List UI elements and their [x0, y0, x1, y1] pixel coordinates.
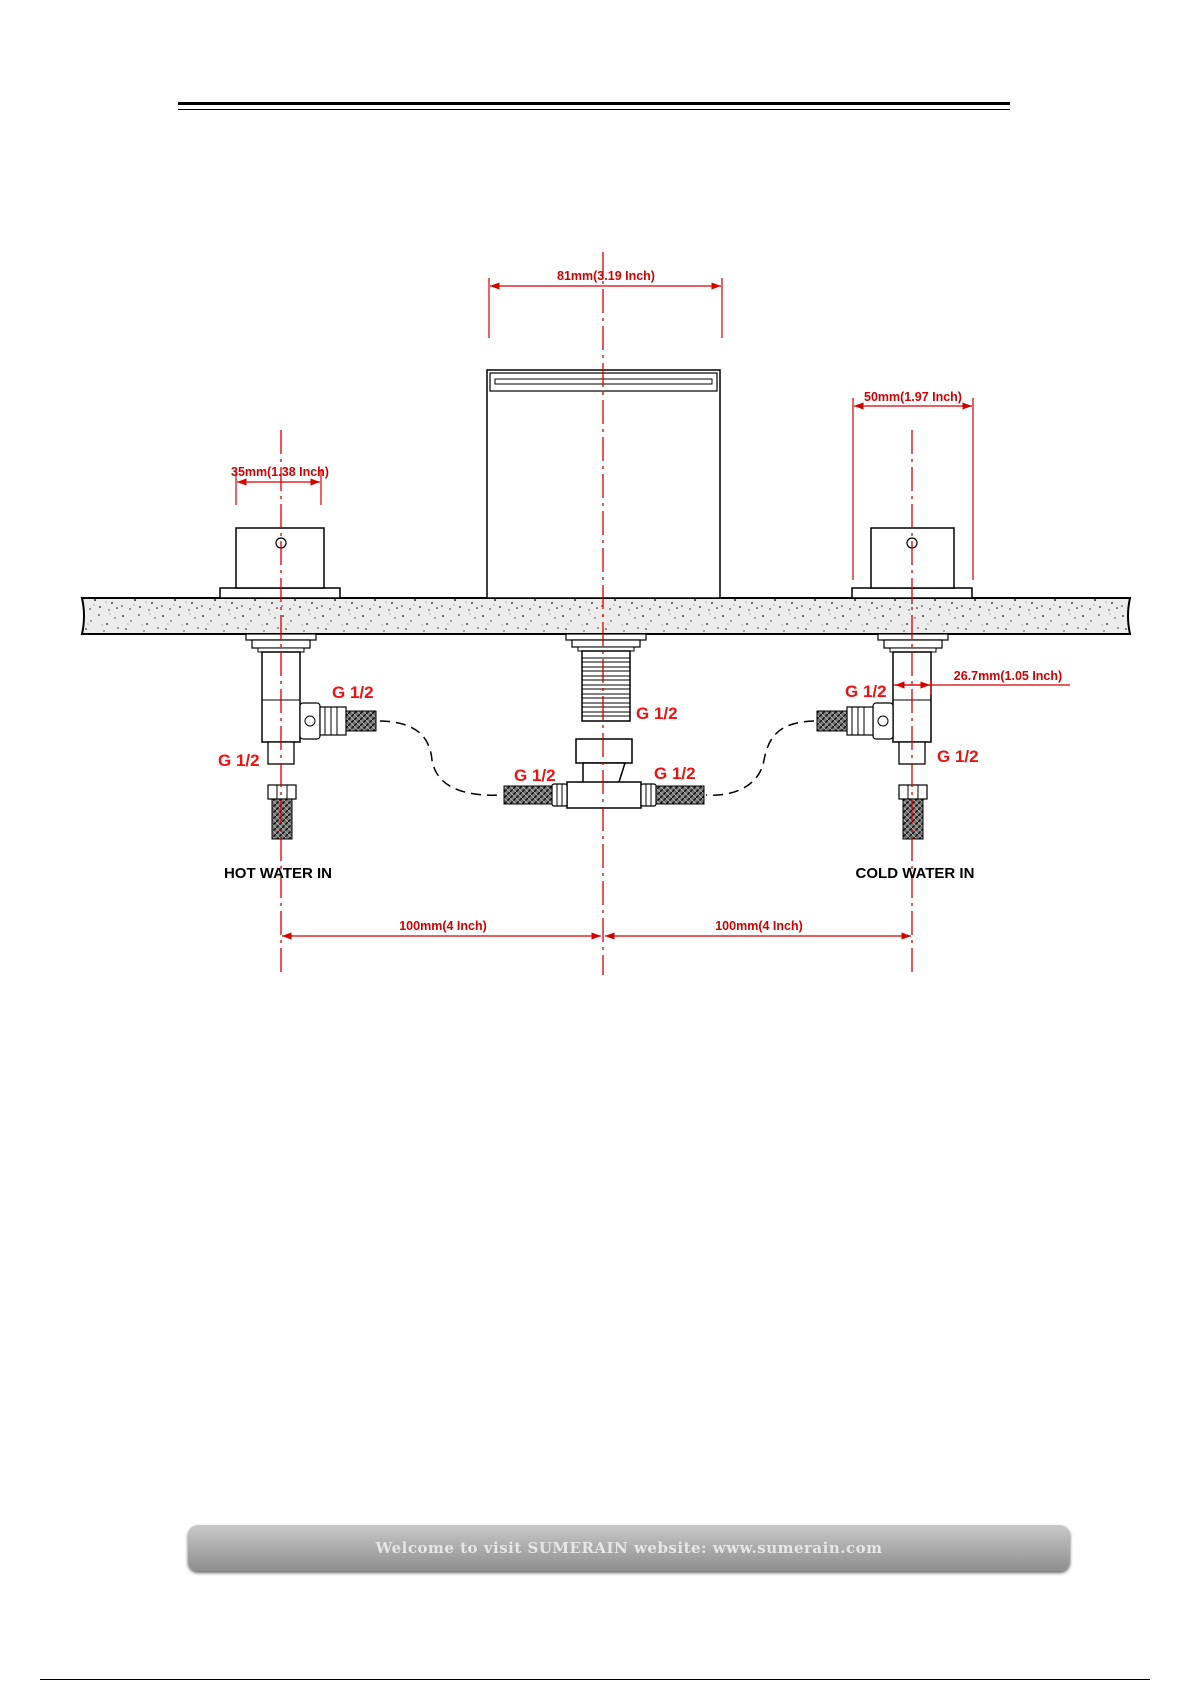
- bottom-rule: [40, 1679, 1150, 1680]
- thread-cold-bottom: G 1/2: [937, 747, 979, 766]
- dim-spout-width: 81mm(3.19 Inch): [557, 269, 655, 283]
- dim-hot-handle-width: 35mm(1.38 Inch): [231, 465, 329, 479]
- hot-supply-fitting: [268, 785, 296, 839]
- thread-cold-side: G 1/2: [845, 682, 887, 701]
- countertop: [82, 598, 1130, 634]
- hot-water-in-label: HOT WATER IN: [224, 865, 332, 882]
- thread-tee-left: G 1/2: [514, 766, 556, 785]
- spout-shank: [566, 634, 646, 721]
- thread-tee-right: G 1/2: [654, 764, 696, 783]
- thread-spout: G 1/2: [636, 704, 678, 723]
- dim-valve-offset: 26.7mm(1.05 Inch): [954, 669, 1062, 683]
- footer-banner: Welcome to visit SUMERAIN website: www.s…: [188, 1525, 1070, 1571]
- dim-right-spacing: 100mm(4 Inch): [715, 919, 803, 933]
- thread-hot-side: G 1/2: [332, 683, 374, 702]
- cold-supply-fitting: [899, 785, 927, 839]
- dim-cold-handle-width: 50mm(1.97 Inch): [864, 390, 962, 404]
- footer-text: Welcome to visit SUMERAIN website: www.s…: [375, 1539, 882, 1557]
- hot-handle: [220, 528, 340, 598]
- dim-left-spacing: 100mm(4 Inch): [399, 919, 487, 933]
- cold-water-in-label: COLD WATER IN: [856, 865, 975, 882]
- thread-hot-bottom: G 1/2: [218, 751, 260, 770]
